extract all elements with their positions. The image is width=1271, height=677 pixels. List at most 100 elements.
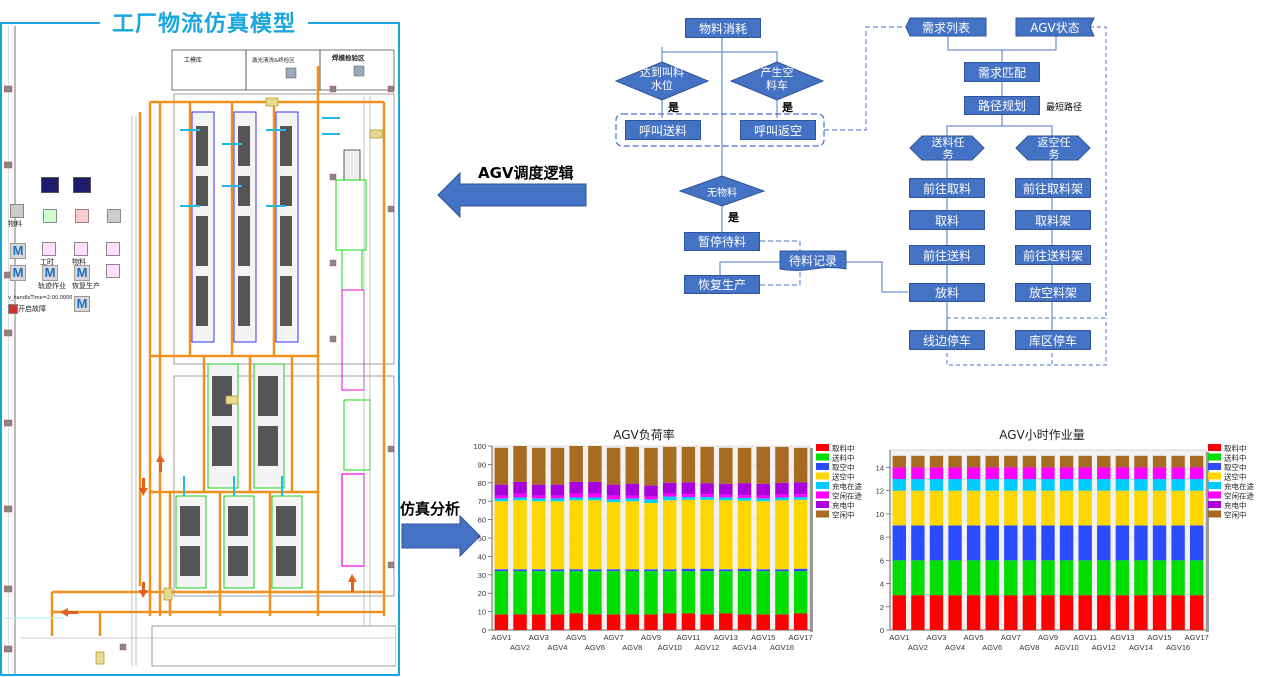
bar-segment: [1059, 467, 1074, 480]
flow-unload-empty-rack[interactable]: 放空料架: [1015, 283, 1091, 302]
flow-deliver-task[interactable]: 送料任务: [931, 136, 965, 161]
bar-segment: [1190, 490, 1204, 526]
table-icon-material[interactable]: [74, 242, 88, 256]
flow-line-side-park[interactable]: 线边停车: [909, 330, 985, 350]
x-tick-label: AGV12: [1092, 643, 1116, 652]
method-icon[interactable]: M: [10, 243, 26, 259]
bar-segment: [775, 614, 789, 630]
chart-hourly-workload[interactable]: 02468101214AGV1AGV2AGV3AGV4AGV5AGV6AGV7A…: [870, 440, 1270, 662]
flow-pause-wait[interactable]: 暂停待料: [684, 232, 760, 251]
flow-call-deliver[interactable]: 呼叫送料: [625, 120, 701, 140]
flow-go-pick-rack[interactable]: 前往取料架: [1015, 178, 1091, 198]
legend-swatch: [816, 453, 829, 461]
bar-segment: [948, 595, 962, 630]
bar-segment: [700, 571, 714, 615]
method-icon-resume[interactable]: M: [74, 265, 90, 281]
panel-border-left: [0, 22, 100, 24]
flow-decision-empty-cart[interactable]: 产生空料车: [760, 66, 794, 92]
method-icon-2[interactable]: M: [10, 265, 26, 281]
flow-unload[interactable]: 放料: [909, 283, 985, 302]
x-tick-label: AGV1: [889, 633, 909, 642]
method-icon-track[interactable]: M: [42, 265, 58, 281]
bar-segment: [606, 484, 621, 496]
chart-load-rate[interactable]: 0102030405060708090100AGV1AGV2AGV3AGV4AG…: [470, 440, 870, 662]
table-icon[interactable]: [10, 204, 24, 218]
flow-go-pick[interactable]: 前往取料: [909, 178, 985, 198]
bar-segment: [929, 490, 944, 526]
histogram-icon[interactable]: [75, 209, 89, 223]
fault-toggle-label[interactable]: 开启故障: [18, 305, 46, 313]
flow-pick[interactable]: 取料: [909, 210, 985, 230]
bar-segment: [985, 479, 999, 491]
bar-segment: [588, 500, 602, 570]
legend-swatch: [1208, 444, 1221, 451]
flow-path-planning[interactable]: 路径规划: [964, 96, 1040, 115]
bar-segment: [966, 479, 981, 491]
bar-segment: [719, 571, 733, 614]
bar-segment: [681, 494, 696, 497]
flow-wait-record[interactable]: 待料记录: [788, 254, 837, 268]
flow-material-consume[interactable]: 物料消耗: [685, 18, 761, 38]
flow-decision-no-material[interactable]: 无物料: [707, 188, 737, 199]
source-icon[interactable]: [41, 177, 59, 193]
fault-checkbox-icon[interactable]: [8, 304, 18, 314]
flow-pick-rack[interactable]: 取料架: [1015, 210, 1091, 230]
bar-segment: [569, 613, 583, 630]
chart-icon[interactable]: [43, 209, 57, 223]
bar-segment: [1152, 479, 1167, 491]
bar-segment: [1097, 490, 1111, 526]
x-tick-label: AGV1: [491, 633, 511, 642]
bar-segment: [966, 525, 981, 561]
x-tick-label: AGV10: [658, 643, 682, 652]
flow-resume-production[interactable]: 恢复生产: [684, 275, 760, 294]
bar-segment: [911, 467, 925, 480]
bar-segment: [606, 495, 621, 500]
bar-segment: [606, 502, 621, 570]
bar-segment: [1004, 479, 1018, 491]
bar-segment: [756, 569, 770, 572]
flow-agv-status[interactable]: AGV状态: [1030, 21, 1080, 35]
legend-swatch: [816, 444, 829, 451]
bar-segment: [1115, 467, 1130, 480]
flow-call-return[interactable]: 呼叫返空: [740, 120, 816, 140]
table-icon-worktime[interactable]: [42, 242, 56, 256]
bar-segment: [569, 481, 583, 494]
bar-segment: [1078, 467, 1092, 480]
bar-segment: [662, 446, 677, 483]
flow-decision-call-level[interactable]: 达到叫料水位: [640, 66, 684, 92]
legend-swatch: [816, 501, 829, 508]
bar-segment: [681, 496, 696, 500]
bar-segment: [662, 571, 677, 614]
flowchart-connectors: [614, 17, 1107, 366]
x-tick-label: AGV10: [1054, 643, 1078, 652]
flow-store-park[interactable]: 库区停车: [1015, 330, 1091, 350]
bar-segment: [929, 479, 944, 491]
x-tick-label: AGV13: [1110, 633, 1134, 642]
bar-segment: [1190, 479, 1204, 491]
x-tick-label: AGV6: [982, 643, 1002, 652]
method-icon-3[interactable]: M: [74, 296, 90, 312]
factory-layout-canvas[interactable]: 工模库 激光清洗&终检区 焊模检验区: [4, 26, 396, 674]
source-icon-2[interactable]: [73, 177, 91, 193]
x-tick-label: AGV13: [714, 633, 738, 642]
table-icon-3[interactable]: [106, 242, 120, 256]
bar-segment: [644, 447, 658, 486]
bar-segment: [966, 467, 981, 480]
bar-segment: [719, 483, 733, 495]
bar-segment: [662, 569, 677, 572]
table-icon-4[interactable]: [106, 264, 120, 278]
legend-label: 取空中: [832, 462, 855, 472]
x-tick-label: AGV2: [908, 643, 928, 652]
x-tick-label: AGV3: [926, 633, 946, 642]
flow-demand-list[interactable]: 需求列表: [921, 21, 970, 35]
legend-label: 取料中: [1224, 443, 1247, 453]
exit-icon[interactable]: [107, 209, 121, 223]
flow-demand-match[interactable]: 需求匹配: [964, 62, 1040, 82]
flow-return-task[interactable]: 返空任务: [1037, 136, 1071, 161]
flow-go-deliver[interactable]: 前往送料: [909, 245, 985, 265]
flow-go-deliver-rack[interactable]: 前往送料架: [1015, 245, 1091, 265]
bar-segment: [588, 614, 602, 630]
bar-segment: [1059, 455, 1074, 468]
bar-segment: [1022, 595, 1037, 630]
bar-segment: [569, 500, 583, 570]
